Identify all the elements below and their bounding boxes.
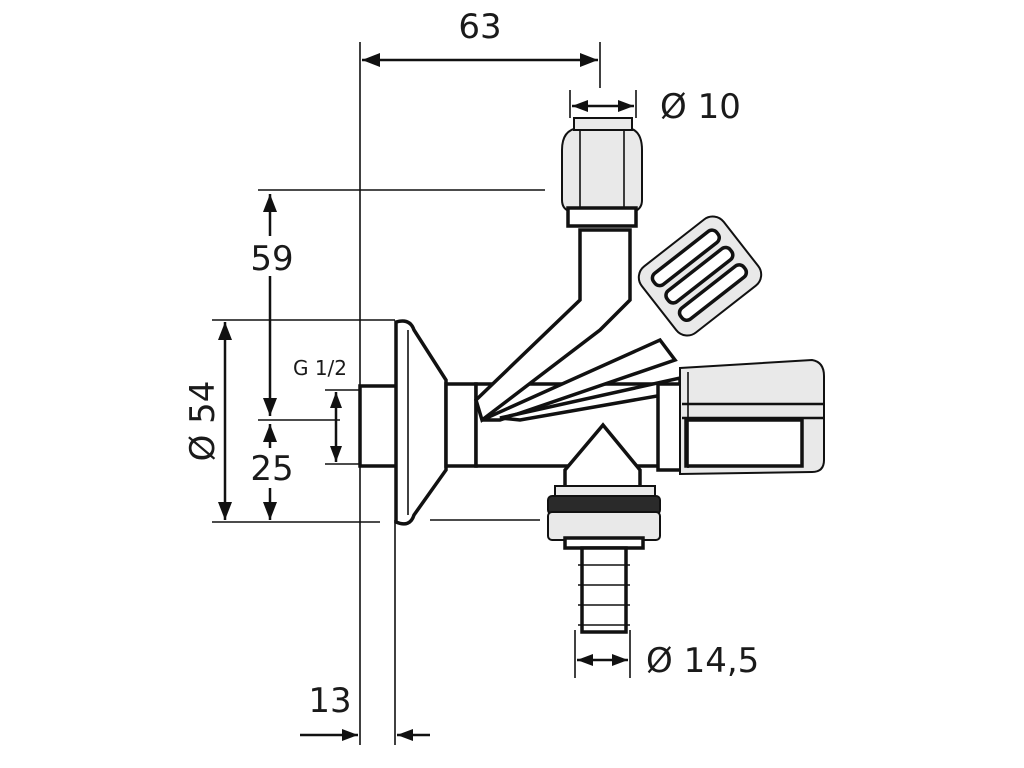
wall-flange [394,319,448,526]
dimension-63: 63 [362,7,598,67]
valve-body [358,117,825,634]
label-63: 63 [458,7,501,47]
right-handwheel [656,358,825,476]
dimension-thread-g12: G 1/2 [293,356,360,465]
upper-handwheel [637,215,763,337]
dimension-13: 13 [300,681,430,741]
label-25: 25 [250,449,293,489]
label-13: 13 [308,681,351,721]
upper-outlet-nut [561,127,643,213]
label-thread-g12: G 1/2 [293,356,347,380]
hose-barb [580,546,628,634]
upper-branch-arm [474,228,632,423]
secondary-branch-arm [481,337,678,422]
threaded-nipple [358,384,402,468]
label-59: 59 [250,239,293,279]
label-diameter-14-5: Ø 14,5 [646,641,759,681]
label-diameter-10: Ø 10 [660,87,741,127]
collar [444,382,478,468]
dimension-diameter-54: Ø 54 [183,322,232,520]
dimension-59: 59 [246,194,298,416]
dimension-diameter-14-5: Ø 14,5 [577,641,759,681]
hose-outlet [547,422,661,634]
dimension-25: 25 [246,424,298,520]
label-diameter-54: Ø 54 [183,381,223,462]
dimension-diameter-10: Ø 10 [572,87,741,127]
